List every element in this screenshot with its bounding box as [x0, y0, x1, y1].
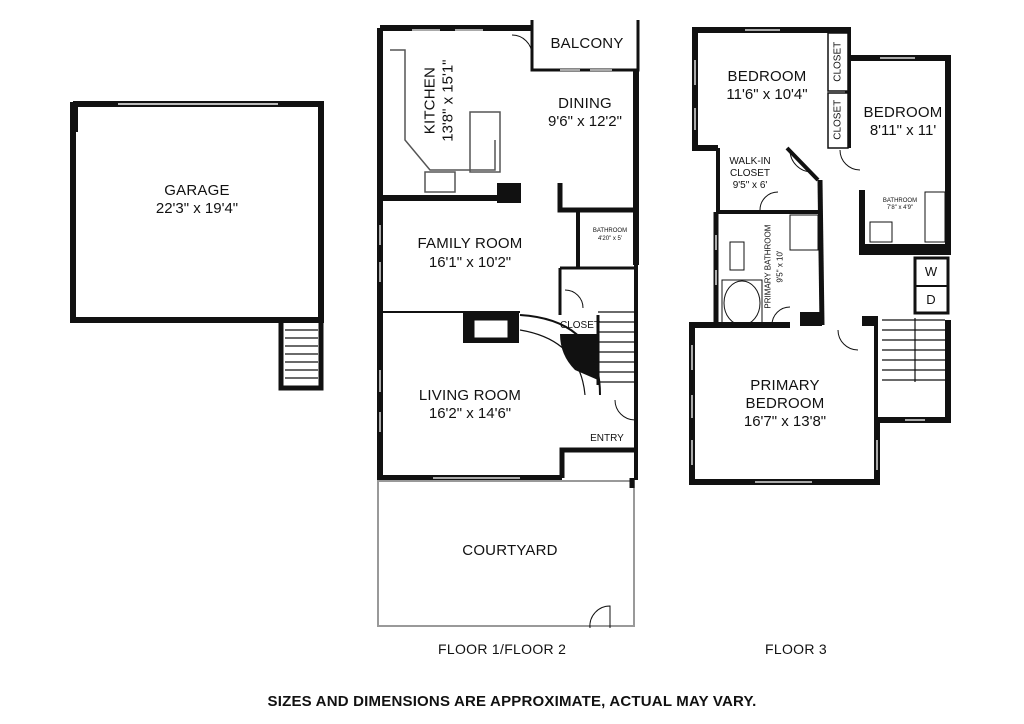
floor-label-right: FLOOR 3: [765, 641, 828, 657]
walkin-name-2: CLOSET: [729, 168, 770, 179]
garage-stair: [278, 320, 324, 391]
floor2-walls: [377, 20, 640, 481]
closet-b-box: [827, 92, 849, 149]
bathroom-f2-name: BATHROOM: [592, 228, 628, 234]
walkin-name-1: WALK-IN: [729, 156, 771, 167]
primary-bedroom-name-1: PRIMARY: [750, 377, 820, 394]
floor3-bath-block: [862, 244, 948, 254]
courtyard-name: COURTYARD: [462, 542, 558, 559]
closet-f2-name: CLOSET: [560, 320, 601, 331]
dining-dim: 9'6" x 12'2": [548, 113, 622, 130]
floor2-doors: [511, 34, 636, 629]
closet-dark-fill: [560, 334, 598, 380]
family-room-dim: 16'1" x 10'2": [428, 254, 512, 271]
floor-label-left: FLOOR 1/FLOOR 2: [438, 641, 567, 657]
floor3-windows: [691, 29, 925, 483]
floor2-windows: [379, 29, 612, 479]
balcony-name: BALCONY: [550, 35, 624, 52]
bathroom-f2-dim: 4'20" x 5': [597, 236, 623, 242]
dryer-label: D: [926, 292, 936, 307]
floor3-doors: [759, 149, 861, 351]
garage-name: GARAGE: [164, 182, 230, 199]
bedroom1-name: BEDROOM: [727, 68, 807, 85]
bedroom2-dim: 8'11" x 11': [869, 122, 937, 139]
bathroom-f3-name: BATHROOM: [882, 198, 918, 204]
garage-dim: 22'3" x 19'4": [155, 200, 239, 217]
primary-bath-fixtures: [721, 214, 819, 326]
floor3-wall-block-b: [862, 316, 878, 326]
courtyard-outline: [377, 480, 635, 627]
walkin-dim: 9'5" x 6': [732, 180, 768, 191]
bedroom2-name: BEDROOM: [863, 104, 943, 121]
dining-name: DINING: [558, 95, 612, 112]
primary-bath-name: PRIMARY BATHROOM: [763, 224, 773, 309]
bedroom1-dim: 11'6" x 10'4": [726, 86, 808, 103]
floor3-stair: [882, 318, 945, 382]
floor3-wall-block-a: [800, 312, 822, 326]
primary-bedroom-name-2: BEDROOM: [745, 395, 825, 412]
family-room-name: FAMILY ROOM: [417, 235, 523, 252]
kitchen-dim: 13'8" x 15'1": [439, 59, 457, 142]
garage-corner-block: [70, 102, 78, 132]
primary-bath-dim: 9'5" x 10': [775, 250, 785, 283]
kitchen-counters: [390, 49, 501, 193]
washer-label: W: [924, 264, 938, 279]
closet-b-name: CLOSET: [832, 99, 844, 140]
primary-bedroom-dim: 16'7" x 13'8": [743, 413, 827, 430]
floor3-bath-fixtures: [869, 191, 946, 243]
closet-a-box: [827, 32, 849, 92]
closet-a-name: CLOSET: [832, 41, 844, 82]
bathroom-f3-dim: 7'8" x 4'9": [886, 205, 914, 211]
living-room-name: LIVING ROOM: [418, 387, 522, 404]
disclaimer: SIZES AND DIMENSIONS ARE APPROXIMATE, AC…: [267, 693, 757, 710]
fireplace-insert: [473, 319, 509, 339]
entry-name: ENTRY: [590, 433, 624, 444]
kitchen-name: KITCHEN: [421, 67, 439, 135]
living-room-dim: 16'2" x 14'6": [428, 405, 512, 422]
kitchen-counter-block: [497, 183, 521, 203]
spiral-stair: [519, 311, 636, 396]
